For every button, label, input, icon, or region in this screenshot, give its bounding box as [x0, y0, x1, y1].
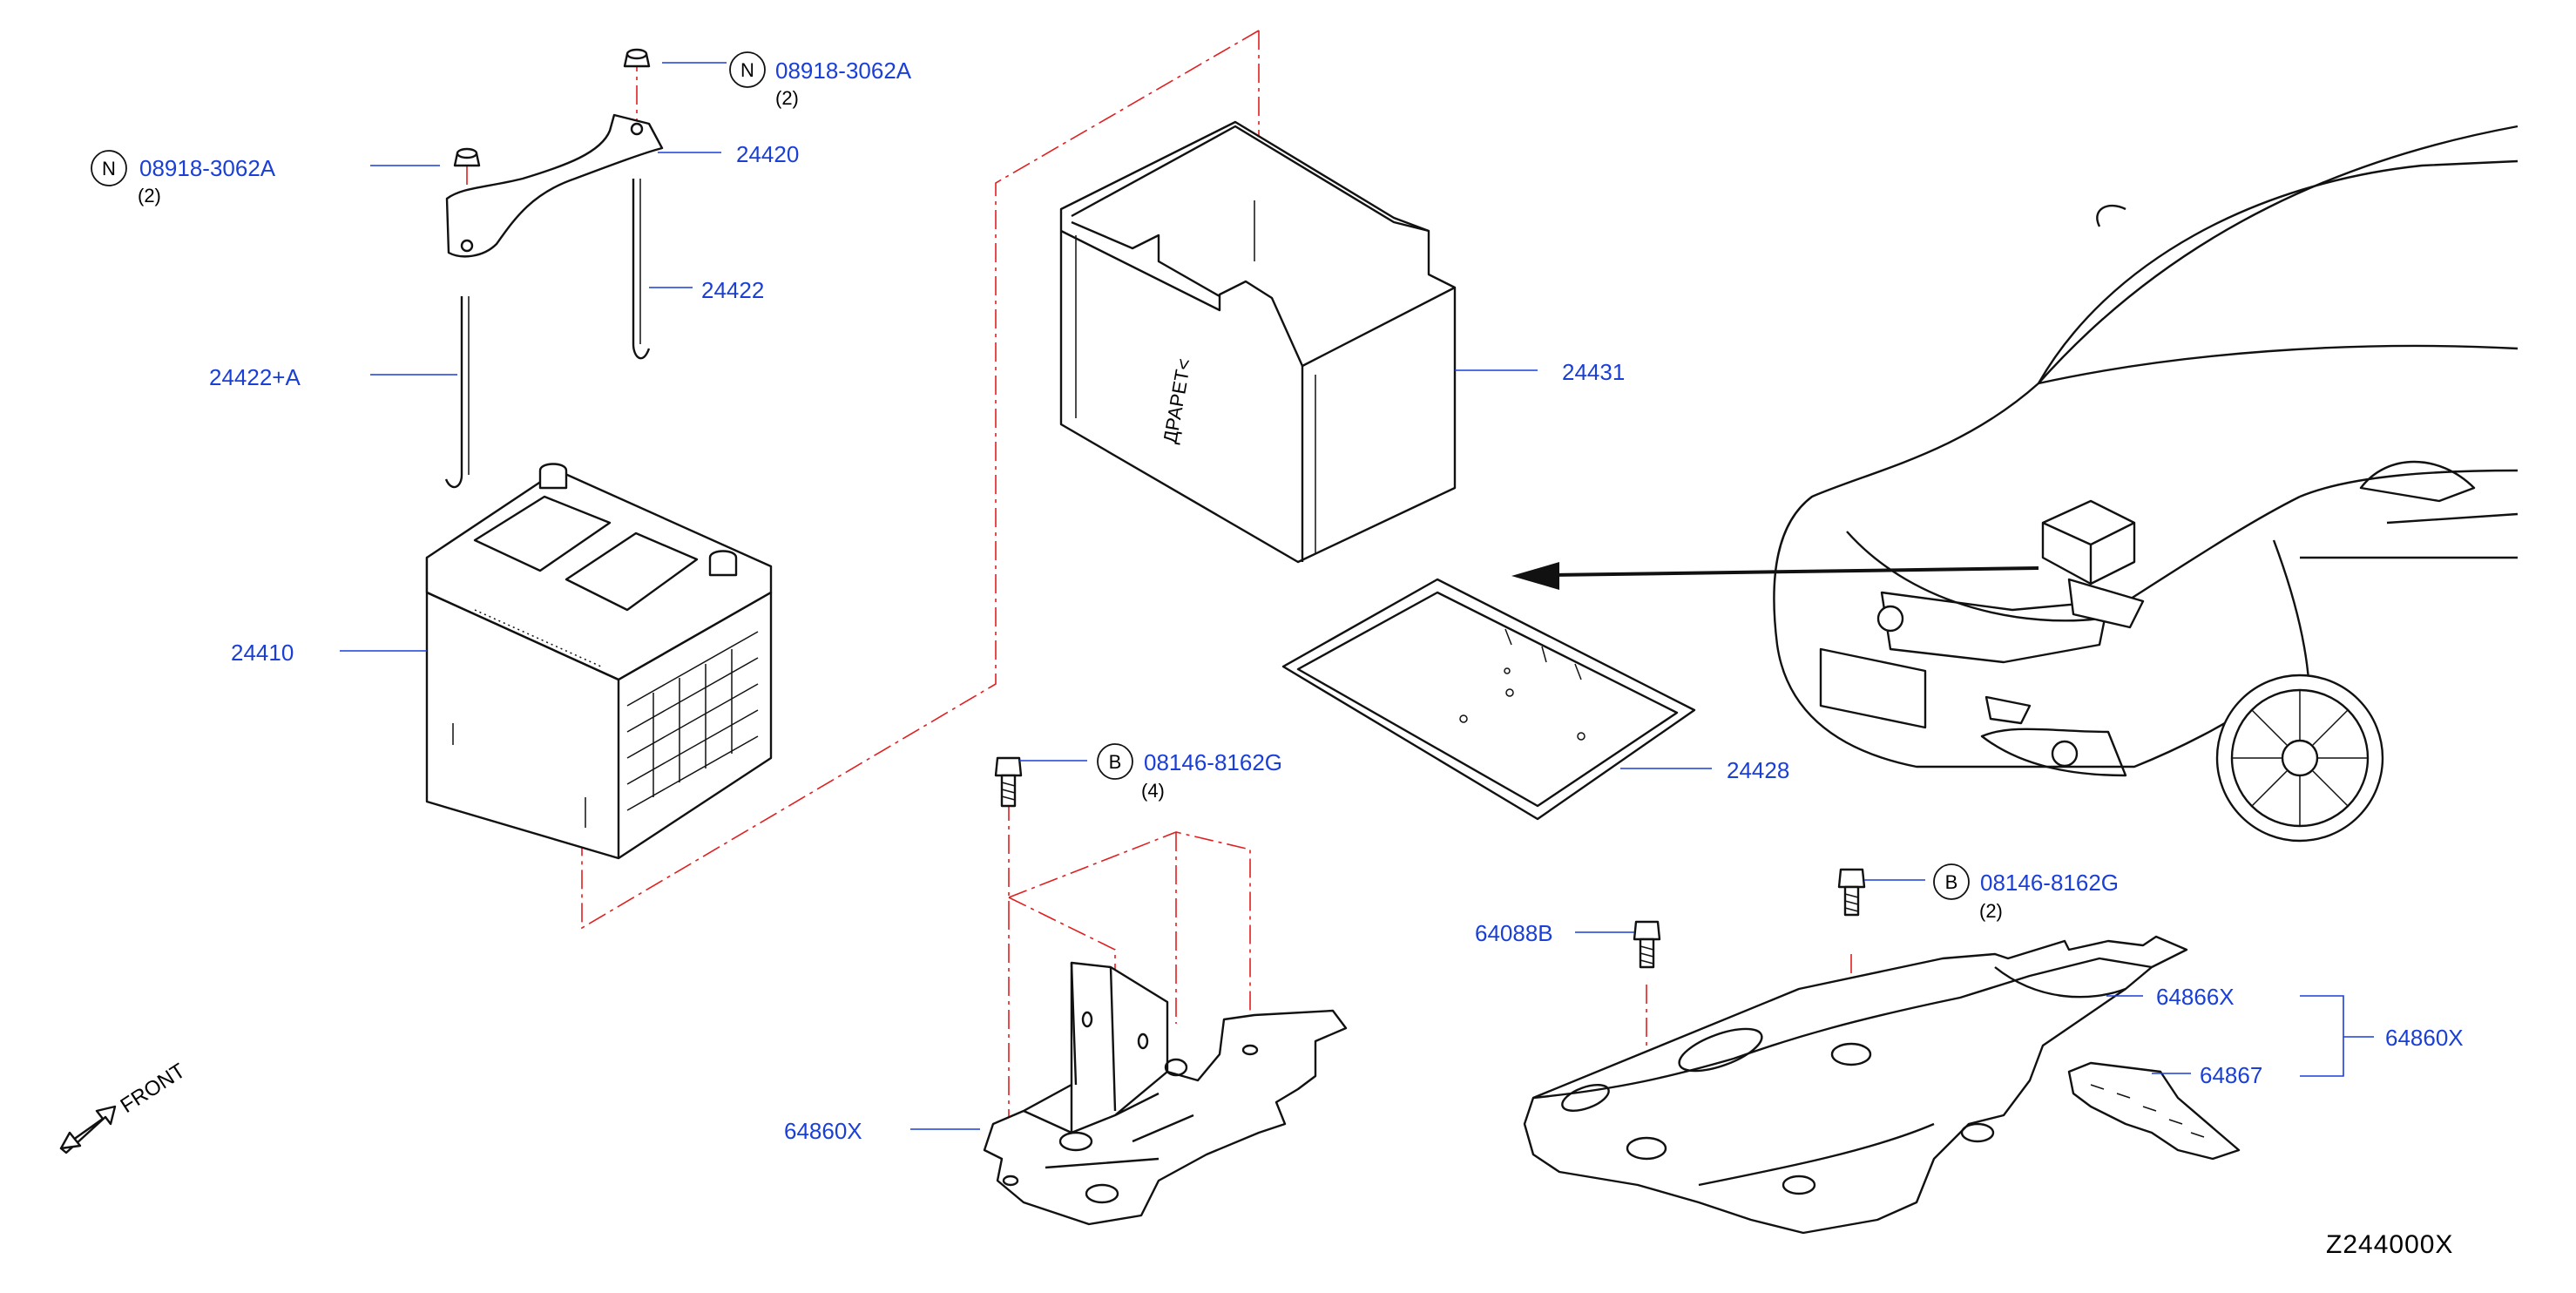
under-cover-plate	[2067, 1061, 2241, 1161]
symbol-letter: N	[102, 158, 116, 179]
callout-support-center[interactable]: 64860X	[784, 1118, 862, 1144]
quantity: (4)	[1141, 780, 1165, 802]
callout-undercover[interactable]: 64866X	[2156, 984, 2235, 1010]
hold-rod-left	[444, 296, 470, 489]
battery-tray	[1281, 578, 1696, 821]
part-number[interactable]: 08918-3062A	[775, 58, 912, 84]
engine-under-cover	[1523, 935, 2188, 1235]
vehicle-battery-location	[2041, 499, 2145, 629]
battery-vent-grille	[626, 631, 759, 811]
circle-n-icon	[91, 150, 127, 186]
callout-rod-right[interactable]: 24422	[701, 277, 764, 303]
part-number[interactable]: 08146-8162G	[1980, 870, 2119, 896]
battery	[425, 463, 773, 860]
callout-support-right[interactable]: 64860X	[2385, 1025, 2464, 1051]
leader-lines	[340, 62, 2374, 1130]
hold-rod-right	[632, 179, 651, 360]
symbol-letter: N	[740, 59, 754, 81]
battery-cover: ДРАРЕТ<	[1059, 120, 1457, 564]
symbol-letter: B	[1945, 871, 1958, 893]
circle-n-icon	[729, 51, 766, 88]
callout-bolt-right: B 08146-8162G (2)	[1933, 863, 2119, 922]
bolt-center	[994, 756, 1023, 808]
front-label: FRONT	[117, 1059, 190, 1118]
callout-plate[interactable]: 64867	[2200, 1062, 2262, 1088]
location-arrow	[1511, 562, 2039, 590]
quantity: (2)	[1979, 900, 2003, 922]
callout-battery[interactable]: 24410	[231, 640, 294, 666]
callout-bolt-center: B 08146-8162G (4)	[1097, 743, 1282, 802]
diagram-code: Z244000X	[2326, 1230, 2453, 1259]
callout-rod-left[interactable]: 24422+A	[209, 364, 301, 390]
quantity: (2)	[138, 185, 161, 206]
callout-bolt-small[interactable]: 64088B	[1475, 920, 1553, 946]
callout-cover[interactable]: 24431	[1562, 359, 1625, 385]
battery-hold-bracket	[445, 113, 664, 258]
circle-b-icon	[1933, 863, 1970, 900]
callout-bracket[interactable]: 24420	[736, 141, 799, 167]
vehicle-illustration	[1511, 125, 2519, 843]
callout-nut-top: N 08918-3062A (2)	[729, 51, 912, 109]
part-number[interactable]: 08146-8162G	[1144, 749, 1282, 775]
nut-left	[453, 147, 481, 167]
quantity: (2)	[775, 87, 799, 109]
circle-b-icon	[1097, 743, 1133, 780]
part-number[interactable]: 08918-3062A	[139, 155, 276, 181]
bolt-right	[1837, 868, 1866, 917]
callout-nut-left: N 08918-3062A (2)	[91, 150, 276, 206]
bolt-small	[1633, 920, 1661, 969]
battery-support-bracket	[983, 961, 1348, 1226]
callout-tray[interactable]: 24428	[1727, 757, 1789, 783]
nut-top	[623, 48, 651, 68]
symbol-letter: B	[1109, 751, 1122, 773]
front-direction-indicator: FRONT	[59, 1059, 190, 1154]
